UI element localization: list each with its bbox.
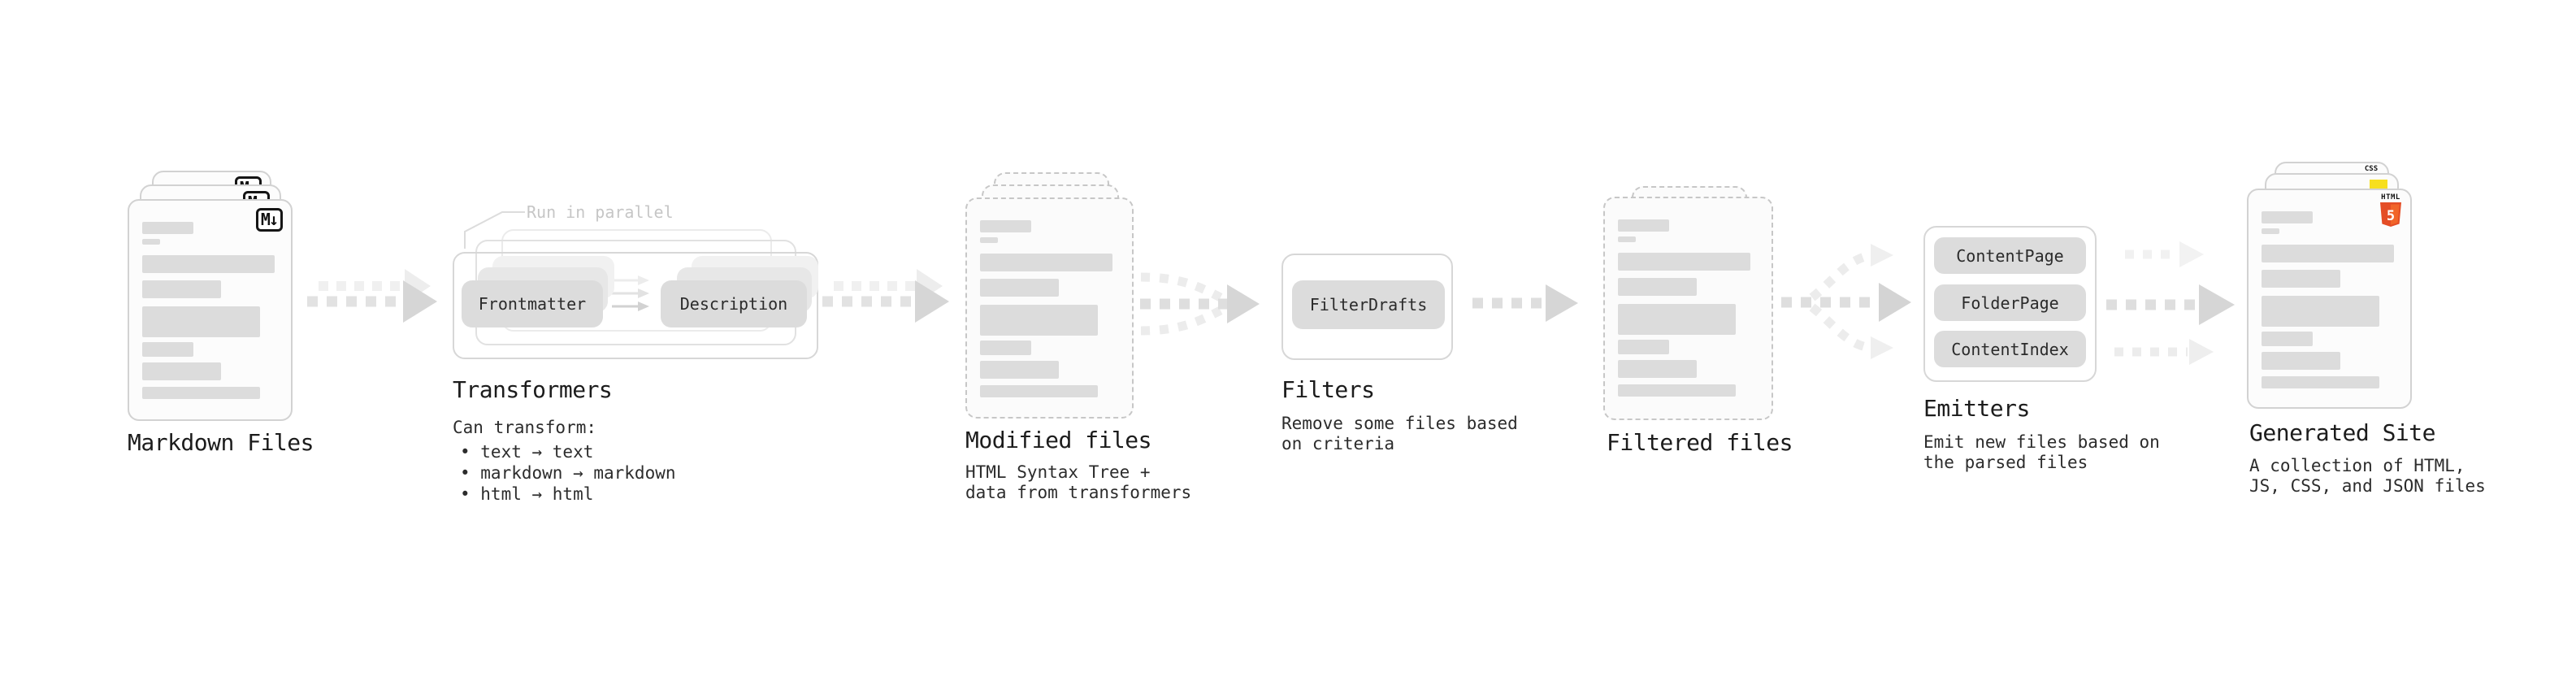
subtitle-line: data from transformers xyxy=(965,483,1192,502)
emitters-title: Emitters xyxy=(1923,395,2030,422)
arrow-transformers-to-modified xyxy=(822,280,949,323)
markdown-file-card-front: M↓ xyxy=(128,199,293,421)
filtered-files-title: Filtered files xyxy=(1607,429,1793,456)
frontmatter-button: Frontmatter xyxy=(462,280,603,327)
filtered-file-card-front xyxy=(1603,197,1773,420)
arrow-markdown-to-transformers xyxy=(307,280,437,323)
subtitle-line: A collection of HTML, xyxy=(2249,456,2465,475)
file-content-placeholder xyxy=(142,222,275,399)
filters-subtitle: Remove some files based on criteria xyxy=(1281,414,1518,454)
arrow-emitters-to-generated-middle xyxy=(2106,284,2235,325)
subtitle-line: JS, CSS, and JSON files xyxy=(2249,476,2486,496)
css-badge-label: CSS xyxy=(2364,165,2379,173)
description-button: Description xyxy=(661,280,807,327)
modified-files-title: Modified files xyxy=(965,427,1152,453)
emitters-subtitle: Emit new files based on the parsed files xyxy=(1923,432,2160,473)
arrow-markdown-to-transformers-ghost xyxy=(319,269,431,303)
arrow-emitters-to-generated-bottom xyxy=(2114,339,2214,365)
modified-files-subtitle: HTML Syntax Tree + data from transformer… xyxy=(965,462,1191,503)
file-content-placeholder xyxy=(1618,219,1750,397)
html5-badge-label: HTML xyxy=(2381,193,2400,202)
subtitle-line: the parsed files xyxy=(1923,453,2088,472)
html5-icon: HTML 5 xyxy=(2379,194,2402,227)
filters-title: Filters xyxy=(1281,376,1375,403)
transformer-stack-box-front xyxy=(453,252,818,359)
javascript-icon xyxy=(2370,180,2387,189)
transformers-description-heading: Can transform: xyxy=(453,418,597,437)
subtitle-line: Remove some files based xyxy=(1281,414,1518,433)
subtitle-line: on criteria xyxy=(1281,434,1395,453)
arrow-modified-to-filters xyxy=(1140,272,1260,336)
subtitle-line: HTML Syntax Tree + xyxy=(965,462,1151,482)
transformers-title: Transformers xyxy=(453,376,613,403)
file-content-placeholder xyxy=(980,220,1112,397)
html5-shield: 5 xyxy=(2380,202,2401,227)
svg-text:5: 5 xyxy=(2387,208,2395,224)
file-content-placeholder xyxy=(2262,211,2394,388)
bullet-item: • markdown → markdown xyxy=(460,463,676,483)
subtitle-line: Emit new files based on xyxy=(1923,432,2160,452)
generated-site-subtitle: A collection of HTML, JS, CSS, and JSON … xyxy=(2249,456,2486,497)
bullet-item: • text → text xyxy=(460,442,594,462)
contentindex-button: ContentIndex xyxy=(1934,331,2086,367)
arrow-transformers-to-modified-ghost xyxy=(834,269,943,303)
arrow-filters-to-filtered xyxy=(1472,284,1578,322)
modified-file-card-front xyxy=(965,197,1134,419)
transformers-bullet-list: • text → text • markdown → markdown • ht… xyxy=(460,441,676,505)
folderpage-button: FolderPage xyxy=(1934,284,2086,321)
run-in-parallel-annotation: Run in parallel xyxy=(527,202,674,222)
markdown-files-title: Markdown Files xyxy=(128,429,314,456)
filters-box xyxy=(1281,254,1453,360)
bullet-item: • html → html xyxy=(460,484,594,504)
emitters-box xyxy=(1923,226,2097,382)
arrow-emitters-to-generated-top xyxy=(2125,241,2204,267)
generated-file-card-front: HTML 5 xyxy=(2247,189,2412,409)
generated-site-title: Generated Site xyxy=(2249,419,2436,446)
markdown-icon: M↓ xyxy=(255,208,283,232)
contentpage-button: ContentPage xyxy=(1934,237,2086,274)
filterdrafts-button: FilterDrafts xyxy=(1292,280,1445,329)
arrow-filtered-to-emitters xyxy=(1781,244,1911,359)
